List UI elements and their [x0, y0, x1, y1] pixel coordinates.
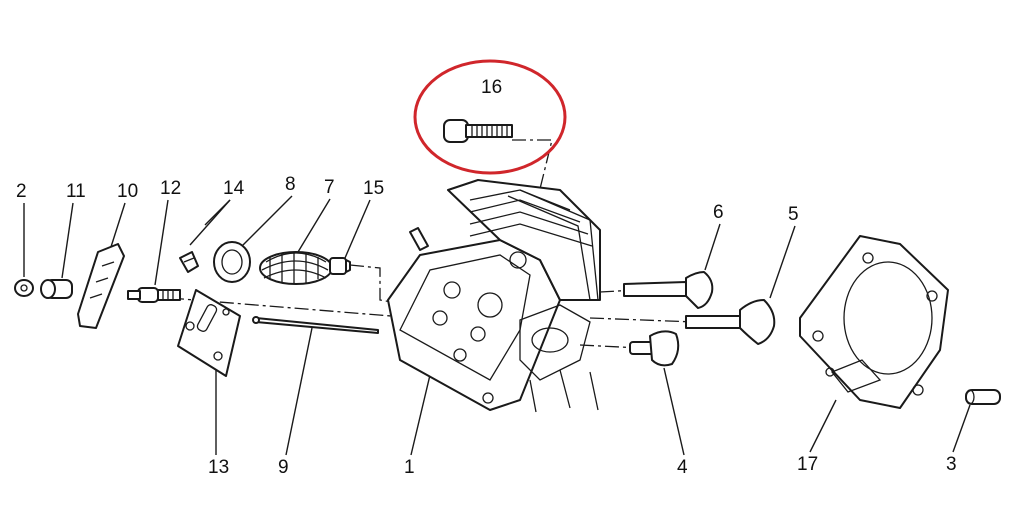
callout-3: 3 — [946, 454, 957, 475]
leader-lines — [23, 195, 971, 456]
callout-15: 15 — [363, 178, 384, 199]
part-7-valve-spring — [259, 251, 333, 285]
part-5-valve — [685, 299, 776, 345]
callout-6: 6 — [713, 202, 724, 223]
part-10-rocker-arm — [77, 243, 125, 329]
callout-9: 9 — [278, 457, 289, 478]
callout-7: 7 — [324, 177, 335, 198]
callout-11: 11 — [66, 181, 86, 202]
callout-16: 16 — [481, 77, 502, 98]
callout-8: 8 — [285, 174, 296, 195]
callout-13: 13 — [208, 457, 229, 478]
callout-12: 12 — [160, 178, 181, 199]
callout-4: 4 — [677, 457, 688, 478]
callout-10: 10 — [117, 181, 138, 202]
callout-1: 1 — [404, 457, 415, 478]
part-16-bolt — [443, 119, 513, 143]
callout-5: 5 — [788, 204, 799, 225]
part-6-valve — [623, 271, 714, 309]
part-11-pivot — [40, 279, 73, 299]
part-17-head-gasket — [799, 235, 949, 409]
callout-14: 14 — [223, 178, 245, 199]
part-15-stem-seal — [329, 257, 351, 275]
callout-17: 17 — [797, 454, 818, 475]
part-12-stud — [127, 287, 181, 303]
part-8-retainer — [213, 241, 251, 283]
part-4-valve-cap — [629, 330, 680, 367]
part-14-collet — [179, 251, 199, 273]
part-1-cylinder-head — [387, 179, 601, 413]
part-2-nut — [14, 279, 34, 297]
highlight-circle — [413, 59, 567, 175]
part-13-guide-plate — [177, 289, 241, 377]
part-3-dowel-pin — [965, 389, 1001, 405]
callout-2: 2 — [16, 181, 27, 202]
part-9-push-rod — [252, 316, 379, 334]
